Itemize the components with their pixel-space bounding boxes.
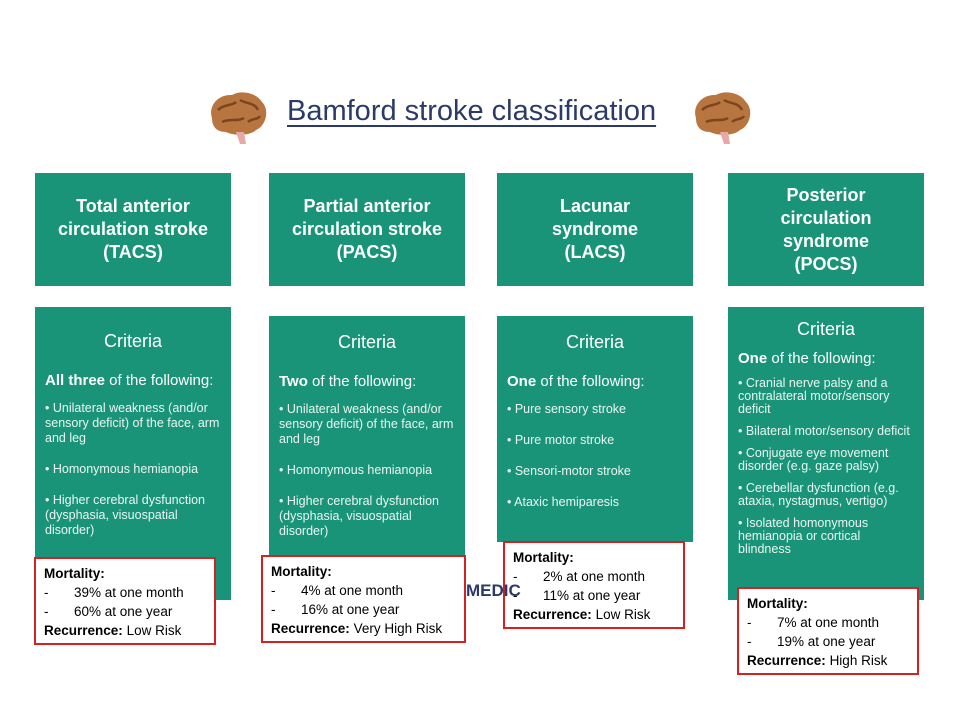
title-row: Bamford stroke classification xyxy=(0,84,960,144)
mortality-line: -2% at one month xyxy=(513,569,646,584)
criteria-intro: One of the following: xyxy=(507,373,645,390)
recurrence-line: Recurrence: Low Risk xyxy=(513,607,651,622)
mortality-line: -39% at one month xyxy=(44,585,184,600)
page-title: Bamford stroke classification xyxy=(287,95,657,127)
recurrence-line: Recurrence: High Risk xyxy=(747,653,888,668)
mortality-label: Mortality: xyxy=(271,564,332,579)
pacs-criteria-box: Criteria Two of the following: • Unilate… xyxy=(269,316,465,556)
brain-icon xyxy=(211,92,267,144)
mortality-line: -4% at one month xyxy=(271,583,404,598)
list-item: • Higher cerebral dysfunction (dysphasia… xyxy=(45,493,206,537)
column-header: Total anterior circulation stroke (TACS) xyxy=(57,196,209,262)
tacs-header-box: Total anterior circulation stroke (TACS) xyxy=(35,173,231,286)
mortality-line: -11% at one year xyxy=(513,588,641,603)
watermark: MEDIC xyxy=(466,581,521,600)
column-header: Posterior circulation syndrome (POCS) xyxy=(780,184,872,274)
list-item: • Cerebellar dysfunction (e.g. ataxia, n… xyxy=(738,481,899,508)
list-item: • Unilateral weakness (and/or sensory de… xyxy=(279,402,454,446)
criteria-intro: All three of the following: xyxy=(45,372,214,389)
brain-icon xyxy=(695,92,751,144)
list-item: • Sensori-motor stroke xyxy=(507,464,631,478)
criteria-intro: Two of the following: xyxy=(279,373,417,390)
criteria-list: • Unilateral weakness (and/or sensory de… xyxy=(279,402,455,539)
list-item: • Homonymous hemianopia xyxy=(279,463,433,477)
criteria-title: Criteria xyxy=(565,332,624,352)
list-item: • Isolated homonymous hemianopia or cort… xyxy=(738,516,869,556)
lacs-header-box: Lacunar syndrome (LACS) xyxy=(497,173,693,286)
recurrence-line: Recurrence: Very High Risk xyxy=(271,621,443,636)
list-item: • Pure sensory stroke xyxy=(507,402,627,416)
criteria-title: Criteria xyxy=(796,319,855,339)
criteria-intro: One of the following: xyxy=(738,350,876,367)
pacs-outcome-box: Mortality: -4% at one month -16% at one … xyxy=(261,555,466,643)
list-item: • Unilateral weakness (and/or sensory de… xyxy=(45,401,220,445)
column-header: Lacunar syndrome (LACS) xyxy=(551,196,639,262)
lacs-outcome-box: Mortality: -2% at one month -11% at one … xyxy=(503,541,685,629)
criteria-list: • Cranial nerve palsy and a contralatera… xyxy=(738,377,914,556)
criteria-list: • Unilateral weakness (and/or sensory de… xyxy=(45,401,221,538)
criteria-title: Criteria xyxy=(337,332,396,352)
list-item: • Higher cerebral dysfunction (dysphasia… xyxy=(279,494,440,538)
pocs-criteria-box: Criteria One of the following: • Cranial… xyxy=(728,307,924,600)
tacs-criteria-box: Criteria All three of the following: • U… xyxy=(35,307,231,600)
mortality-label: Mortality: xyxy=(513,550,574,565)
list-item: • Conjugate eye movement disorder (e.g. … xyxy=(738,446,889,473)
list-item: • Homonymous hemianopia xyxy=(45,462,199,476)
mortality-label: Mortality: xyxy=(747,596,808,611)
list-item: • Cranial nerve palsy and a contralatera… xyxy=(738,376,890,416)
lacs-criteria-box: Criteria One of the following: • Pure se… xyxy=(497,316,693,542)
mortality-line: -60% at one year xyxy=(44,604,173,619)
pacs-header-box: Partial anterior circulation stroke (PAC… xyxy=(269,173,465,286)
list-item: • Bilateral motor/sensory deficit xyxy=(738,424,910,438)
mortality-label: Mortality: xyxy=(44,566,105,581)
mortality-line: -7% at one month xyxy=(747,615,880,630)
tacs-outcome-box: Mortality: -39% at one month -60% at one… xyxy=(34,557,216,645)
pocs-outcome-box: Mortality: -7% at one month -19% at one … xyxy=(737,587,919,675)
list-item: • Pure motor stroke xyxy=(507,433,615,447)
pocs-header-box: Posterior circulation syndrome (POCS) xyxy=(728,173,924,286)
column-header: Partial anterior circulation stroke (PAC… xyxy=(291,196,443,262)
mortality-line: -16% at one year xyxy=(271,602,400,617)
recurrence-line: Recurrence: Low Risk xyxy=(44,623,182,638)
criteria-title: Criteria xyxy=(103,331,162,351)
mortality-line: -19% at one year xyxy=(747,634,876,649)
criteria-list: • Pure sensory stroke • Pure motor strok… xyxy=(507,402,683,510)
list-item: • Ataxic hemiparesis xyxy=(507,495,620,509)
